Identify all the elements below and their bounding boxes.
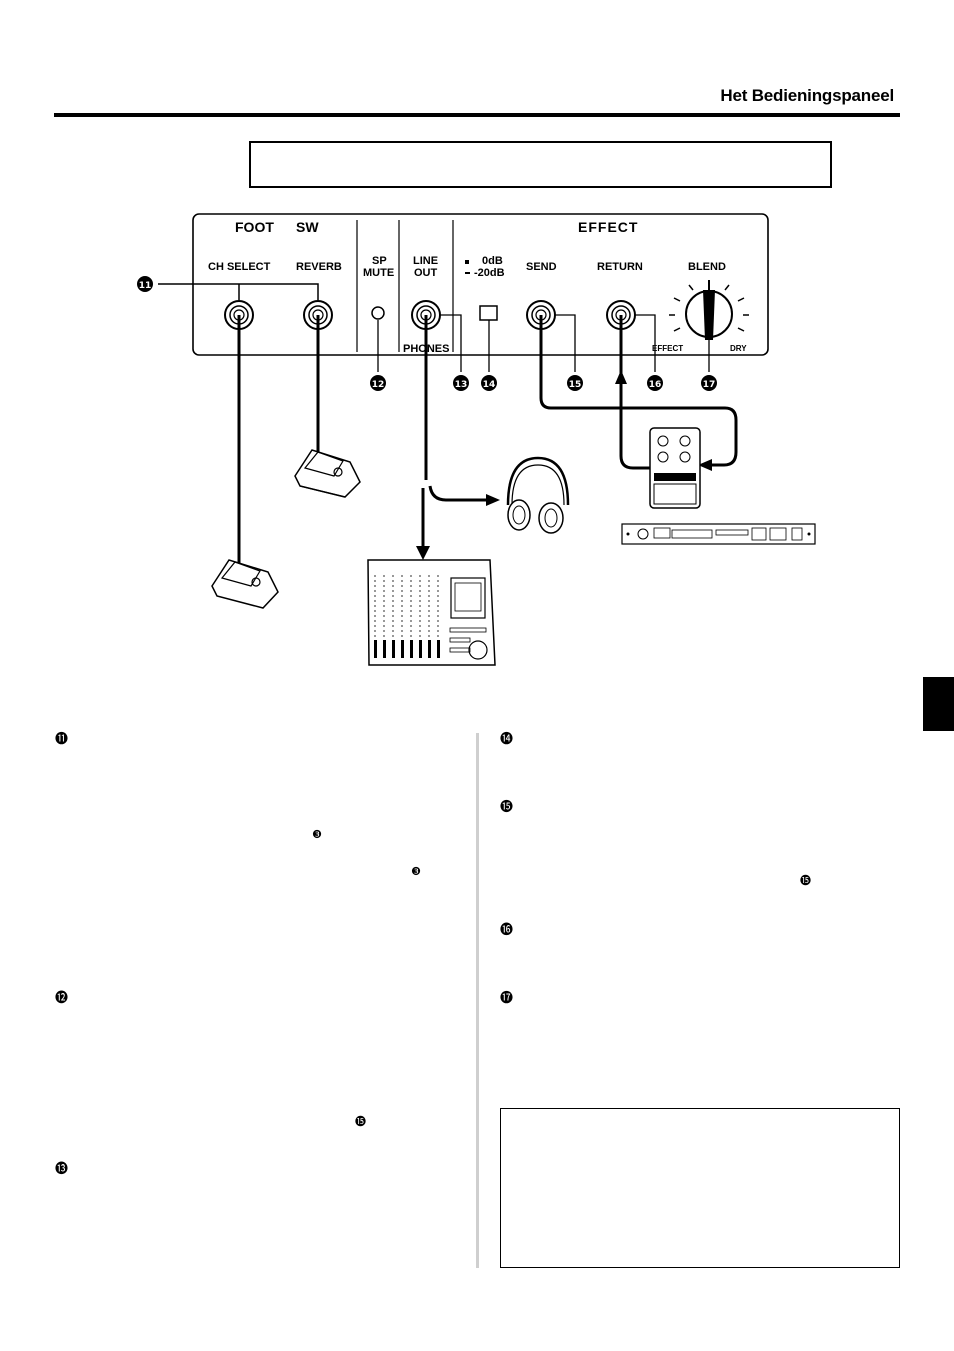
header-rule	[54, 113, 900, 117]
foot-label: FOOT	[235, 219, 274, 235]
sp-mute-button-icon	[371, 306, 385, 320]
send-cable	[539, 315, 738, 467]
callout-14-icon: 14	[481, 375, 497, 391]
ref-15-marker: ⓯	[800, 874, 811, 887]
ref-3-marker: ❸	[312, 828, 322, 841]
item-17-marker: ⓱	[500, 991, 514, 1006]
blend-label: BLEND	[688, 261, 726, 273]
switch-up-symbol	[465, 260, 469, 264]
svg-text:11: 11	[139, 281, 152, 291]
svg-text:16: 16	[649, 380, 662, 390]
out-label: OUT	[414, 267, 438, 279]
return-label: RETURN	[597, 261, 643, 273]
ref-15-marker: ⓯	[355, 1115, 366, 1128]
page-header-title: Het Bedieningspaneel	[720, 86, 894, 105]
svg-text:17: 17	[703, 380, 716, 390]
item-16-marker: ⓰	[500, 923, 514, 938]
callout-17-icon: 17	[701, 375, 717, 391]
control-panel-diagram: FOOT SW EFFECT CH SELECT REVERB SP MUTE …	[137, 213, 816, 666]
callout-11-leader	[158, 283, 319, 300]
sp-label: SP	[372, 255, 387, 267]
effect-group-label: EFFECT	[578, 219, 638, 235]
effect-pedal-icon	[649, 427, 701, 509]
callout-16-icon: 16	[647, 375, 663, 391]
switch-down-symbol	[465, 272, 470, 274]
line-out-cable	[421, 315, 428, 548]
item-14-marker: ⓮	[500, 732, 514, 747]
blank-caption-box	[249, 141, 832, 188]
mixer-icon	[367, 559, 496, 666]
minus20db-label: -20dB	[474, 267, 505, 279]
sw-label: SW	[296, 219, 319, 235]
ref-3-marker: ❸	[411, 865, 421, 878]
level-switch-icon	[479, 305, 498, 321]
item-11-marker: ⓫	[55, 732, 69, 747]
mute-label: MUTE	[363, 267, 394, 279]
send-label: SEND	[526, 261, 557, 273]
svg-text:13: 13	[455, 380, 468, 390]
blend-effect-label: EFFECT	[652, 344, 683, 353]
svg-text:15: 15	[569, 380, 582, 390]
blend-dry-label: DRY	[730, 344, 747, 353]
item-12-marker: ⓬	[55, 991, 69, 1006]
phones-cable	[428, 485, 488, 502]
note-box	[500, 1108, 900, 1268]
ch-select-label: CH SELECT	[208, 261, 271, 273]
side-tab	[923, 677, 954, 731]
foot-switch-icon	[211, 559, 279, 609]
callout-12-icon: 12	[370, 375, 386, 391]
item-13-marker: ⓭	[55, 1162, 69, 1177]
callout-13-icon: 13	[453, 375, 469, 391]
svg-text:14: 14	[483, 380, 496, 390]
rack-effect-icon	[621, 523, 816, 545]
callout-15-icon: 15	[567, 375, 583, 391]
column-divider	[476, 733, 479, 1268]
foot-switch-icon	[294, 449, 361, 498]
item-15-marker: ⓯	[500, 800, 514, 815]
zero-db-label: 0dB	[482, 255, 503, 267]
blend-knob-icon	[669, 280, 749, 340]
callout-11-icon: 11	[137, 276, 153, 292]
line-label: LINE	[413, 255, 438, 267]
headphones-icon	[506, 456, 570, 534]
svg-text:12: 12	[372, 380, 385, 390]
reverb-label: REVERB	[296, 261, 342, 273]
return-cable	[619, 315, 650, 470]
